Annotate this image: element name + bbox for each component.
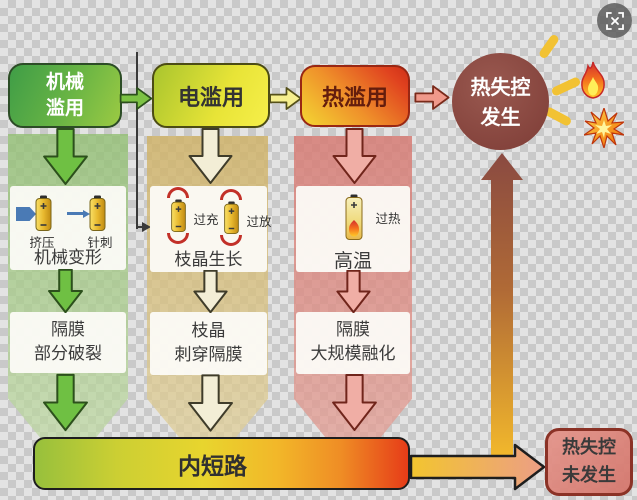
right-arrow-icon: [119, 87, 153, 110]
thermal-runaway-not-occur-label: 热失控 未发生: [562, 437, 616, 486]
crop-expand-icon: [605, 11, 624, 30]
thermal-abuse-box: 热滥用: [300, 65, 410, 127]
electrical-cause-caption: 枝晶生长: [174, 250, 243, 270]
explosion-icon: [584, 108, 624, 148]
battery-icon: [224, 201, 239, 234]
overcharge-label: 过充: [193, 212, 219, 227]
thermal-effect-box: 隔膜 大规模融化: [296, 312, 410, 374]
connector-arrowhead-icon: [142, 222, 151, 232]
mechanical-effect-box: 隔膜 部分破裂: [10, 312, 126, 373]
up-arrow-to-runaway-icon: [481, 153, 523, 457]
thermal-abuse-label: 热滥用: [321, 86, 388, 111]
crush-label: 挤压: [29, 235, 55, 250]
thermal-runaway-not-occur-box: 热失控 未发生: [545, 428, 633, 496]
thermal-cause-caption: 高温: [333, 250, 372, 272]
overdischarge-cycle-arc-icon: [220, 189, 242, 200]
thermal-runaway-occurs-circle: 热失控 发生: [452, 53, 549, 150]
nail-icon: [67, 212, 84, 215]
overdischarge-label: 过放: [246, 214, 272, 229]
down-arrow-icon: [188, 128, 233, 184]
mechanical-cause-box: 挤压 针刺 机械变形: [10, 186, 126, 270]
thermal-effect-caption: 隔膜 大规模融化: [310, 320, 396, 364]
electrical-abuse-label: 电滥用: [177, 85, 244, 111]
down-arrow-icon: [43, 373, 88, 432]
battery-icon: [35, 195, 52, 231]
mechanical-to-electrical-connector-line: [136, 52, 138, 229]
internal-short-circuit-bar: 内短路: [33, 437, 410, 490]
fullscreen-button[interactable]: [597, 3, 632, 38]
battery-icon: [171, 199, 186, 232]
overheat-label: 过热: [375, 211, 401, 226]
internal-short-circuit-label: 内短路: [178, 453, 247, 480]
electrical-abuse-box: 电滥用: [152, 63, 270, 128]
mechanical-cause-caption: 机械变形: [34, 248, 102, 268]
electrical-effect-box: 枝晶 刺穿隔膜: [150, 312, 267, 375]
right-arrow-to-no-runaway-icon: [409, 443, 546, 491]
electrical-effect-caption: 枝晶 刺穿隔膜: [174, 320, 243, 365]
thermal-cause-box: 过热 高温: [296, 186, 410, 272]
ray-icon: [537, 33, 561, 60]
right-arrow-icon: [269, 87, 302, 110]
down-arrow-icon: [43, 128, 88, 185]
thermal-runaway-occurs-label: 热失控 发生: [470, 74, 531, 129]
fire-icon: [581, 61, 605, 99]
down-arrow-icon: [332, 374, 377, 431]
down-arrow-icon: [188, 374, 233, 432]
connector-elbow: [136, 226, 143, 228]
battery-icon: [89, 195, 106, 231]
overheated-battery-icon: [345, 194, 363, 240]
down-arrow-icon: [332, 270, 375, 313]
mechanical-abuse-box: 机械 滥用: [8, 63, 122, 128]
down-arrow-icon: [189, 270, 232, 313]
overdischarge-cycle-arc-icon: [220, 235, 242, 246]
nail-tip-icon: [83, 209, 90, 218]
down-arrow-icon: [44, 269, 87, 313]
overcharge-cycle-arc-icon: [167, 233, 189, 244]
overcharge-cycle-arc-icon: [167, 187, 189, 198]
nail-label: 针刺: [87, 235, 113, 250]
mechanical-effect-caption: 隔膜 部分破裂: [34, 319, 102, 364]
down-arrow-icon: [332, 128, 377, 184]
mechanical-abuse-label: 机械 滥用: [45, 70, 84, 119]
electrical-cause-box: 过充 过放 枝晶生长: [150, 186, 272, 272]
crush-block-icon: [16, 207, 36, 221]
right-arrow-icon: [410, 84, 454, 111]
